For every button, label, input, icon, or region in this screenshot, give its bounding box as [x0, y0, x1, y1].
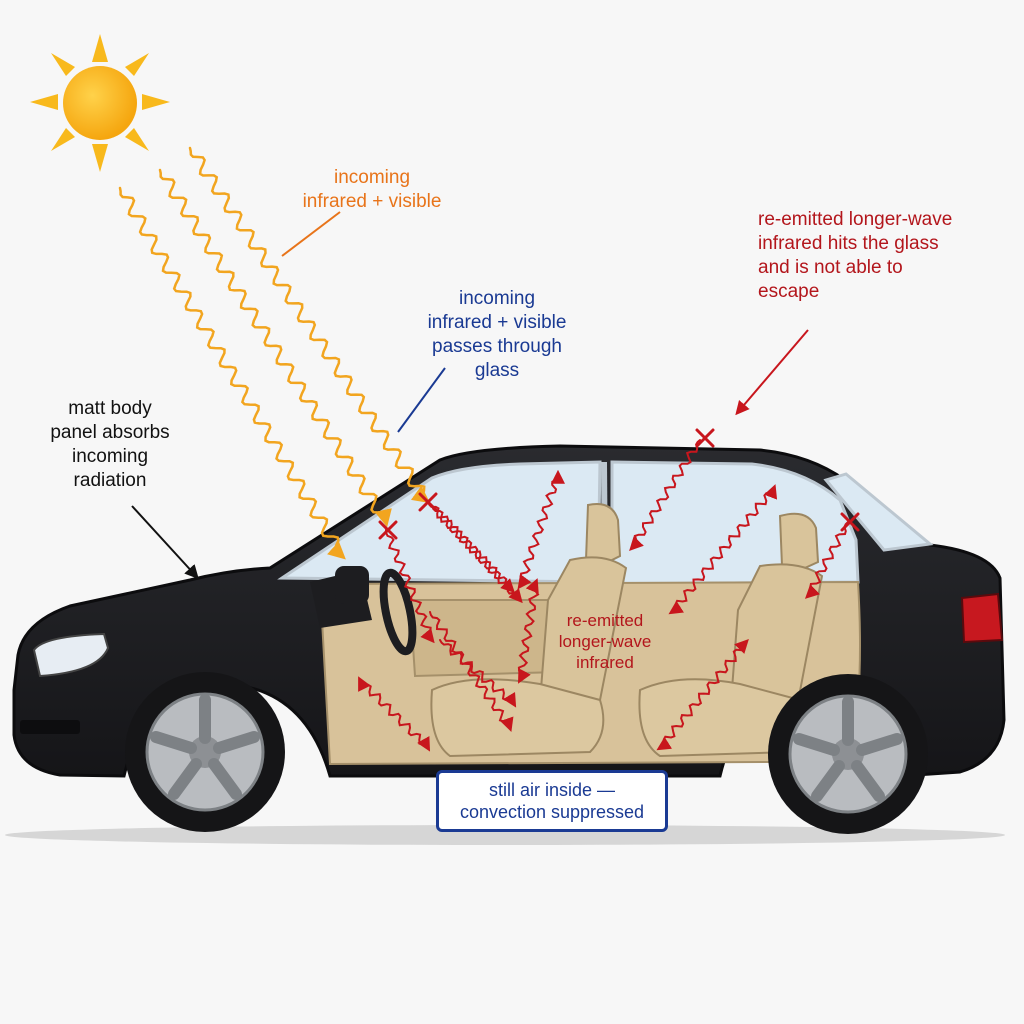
label-reemitted-escape: re-emitted longer-wave infrared hits the…: [758, 208, 1018, 304]
leader-reemitted-escape: [735, 329, 809, 416]
label-line: incoming: [71, 446, 149, 467]
incoming-ray: [158, 168, 392, 528]
incoming-ray: [118, 186, 346, 560]
reemitted-wave: [439, 639, 517, 708]
label-line: and is not able to: [758, 257, 903, 278]
label-line: panel absorbs: [50, 422, 170, 443]
front-wheel: [125, 672, 285, 832]
leader-incoming-top: [281, 211, 341, 257]
label-body-panel: matt body panel absorbs incoming radiati…: [30, 397, 190, 493]
reemitted-wave: [629, 439, 701, 552]
cross-marks: [378, 428, 860, 540]
label-still-air: still air inside — convection suppressed: [436, 770, 668, 832]
cross-mark-icon: [378, 520, 398, 540]
label-line: matt body: [68, 398, 152, 419]
label-line: re-emitted: [566, 611, 644, 630]
label-line: longer-wave: [558, 632, 652, 651]
label-line: convection suppressed: [459, 802, 645, 822]
leader-passes-glass: [397, 367, 446, 433]
label-line: incoming: [458, 288, 536, 309]
reemitted-waves: [358, 439, 849, 752]
reemitted-wave: [668, 484, 778, 615]
label-passes-glass: incoming infrared + visible passes throu…: [402, 287, 592, 383]
label-line: infrared: [576, 653, 634, 672]
cross-mark-icon: [418, 492, 438, 512]
label-incoming-top: incoming infrared + visible: [272, 166, 472, 214]
label-line: incoming: [333, 167, 411, 188]
label-line: re-emitted longer-wave: [758, 209, 953, 230]
label-line: infrared hits the glass: [758, 233, 939, 254]
label-line: passes through: [432, 336, 562, 357]
reemitted-wave: [358, 676, 431, 752]
sun-icon: [30, 34, 170, 172]
ground-shadow: [5, 825, 1005, 845]
label-line: escape: [758, 281, 820, 302]
label-line: glass: [474, 360, 520, 381]
reemitted-wave: [804, 521, 849, 599]
cross-mark-icon: [840, 512, 860, 532]
cross-mark-icon: [695, 428, 715, 448]
reemitted-wave: [517, 469, 565, 590]
reemitted-wave: [385, 529, 435, 644]
label-line: radiation: [73, 470, 147, 491]
label-line: infrared + visible: [427, 312, 567, 333]
label-line: still air inside —: [488, 780, 616, 800]
reemitted-wave: [517, 578, 540, 684]
reemitted-wave: [429, 611, 514, 732]
incoming-rays: [118, 146, 431, 560]
leader-body-panel: [131, 505, 199, 580]
label-reemitted-inside: re-emitted longer-wave infrared: [545, 610, 665, 673]
rear-wheel: [768, 674, 928, 834]
reemitted-wave: [656, 638, 749, 751]
label-line: infrared + visible: [302, 191, 442, 212]
reemitted-wave: [431, 505, 523, 604]
incoming-ray: [188, 146, 431, 504]
